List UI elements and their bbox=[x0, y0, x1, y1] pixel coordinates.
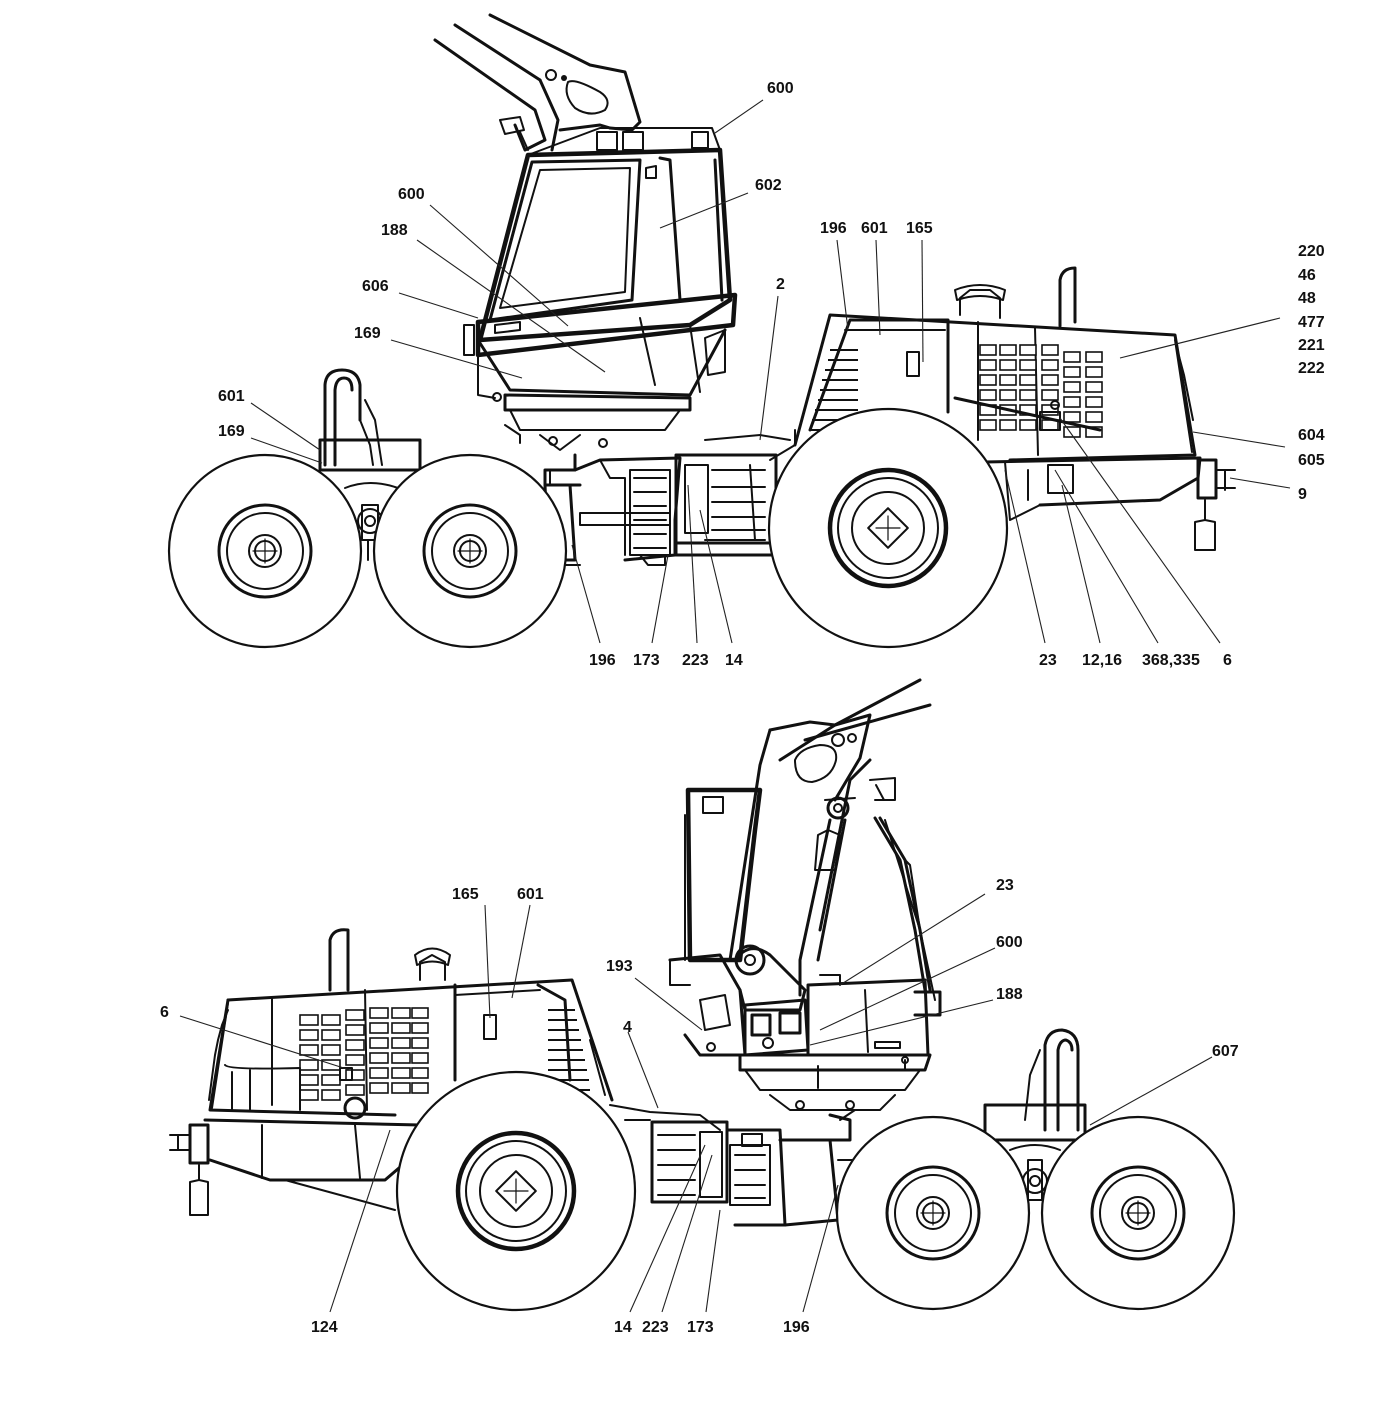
bottom-front-wheel bbox=[395, 1070, 637, 1312]
callout-601-a: 601 bbox=[218, 388, 245, 405]
callout-221: 221 bbox=[1298, 337, 1325, 354]
callout-bottom-6: 6 bbox=[160, 1004, 169, 1021]
callout-46: 46 bbox=[1298, 267, 1316, 284]
top-front-chassis bbox=[983, 456, 1236, 551]
callout-bottom-600: 600 bbox=[996, 934, 1023, 951]
callout-48: 48 bbox=[1298, 290, 1316, 307]
bottom-leader-lines bbox=[179, 893, 1213, 1313]
callout-196-b: 196 bbox=[589, 652, 616, 669]
callout-2: 2 bbox=[776, 276, 785, 293]
bottom-hood-grille bbox=[299, 1007, 429, 1101]
callout-bottom-173: 173 bbox=[687, 1319, 714, 1336]
top-cab bbox=[463, 127, 738, 451]
callout-bottom-165: 165 bbox=[452, 886, 479, 903]
callout-601-b: 601 bbox=[861, 220, 888, 237]
callout-188: 188 bbox=[381, 222, 408, 239]
callout-196-a: 196 bbox=[820, 220, 847, 237]
callout-173: 173 bbox=[633, 652, 660, 669]
bottom-cab bbox=[668, 787, 942, 1111]
callout-605: 605 bbox=[1298, 452, 1325, 469]
bottom-rear-chassis bbox=[169, 1118, 422, 1216]
callout-14: 14 bbox=[725, 652, 743, 669]
callout-6: 6 bbox=[1223, 652, 1232, 669]
top-callout-labels: 600 602 600 188 606 169 601 169 196 601 … bbox=[218, 80, 1325, 669]
callout-bottom-124: 124 bbox=[311, 1319, 338, 1336]
callout-602: 602 bbox=[755, 177, 782, 194]
callout-bottom-601: 601 bbox=[517, 886, 544, 903]
callout-bottom-223: 223 bbox=[642, 1319, 669, 1336]
callout-12-16: 12,16 bbox=[1082, 652, 1122, 669]
top-rear-wheel-1 bbox=[167, 453, 363, 649]
callout-169-a: 169 bbox=[354, 325, 381, 342]
callout-600-b: 600 bbox=[398, 186, 425, 203]
callout-169-b: 169 bbox=[218, 423, 245, 440]
bottom-crane-boom bbox=[728, 678, 932, 997]
bottom-mid-frame bbox=[609, 1104, 861, 1227]
bottom-engine-hood bbox=[208, 928, 614, 1120]
callout-bottom-23: 23 bbox=[996, 877, 1014, 894]
callout-368-335: 368,335 bbox=[1142, 652, 1200, 669]
callout-bottom-188: 188 bbox=[996, 986, 1023, 1003]
top-hood-grille bbox=[979, 344, 1103, 438]
callout-606: 606 bbox=[362, 278, 389, 295]
bottom-machine-view: 165 601 6 4 193 23 600 188 607 124 14 22… bbox=[160, 678, 1239, 1336]
callout-220: 220 bbox=[1298, 243, 1325, 260]
top-leader-lines bbox=[250, 99, 1291, 644]
callout-165: 165 bbox=[906, 220, 933, 237]
callout-23: 23 bbox=[1039, 652, 1057, 669]
callout-477: 477 bbox=[1298, 314, 1325, 331]
bottom-rear-wheel-2 bbox=[1040, 1115, 1236, 1311]
callout-bottom-196: 196 bbox=[783, 1319, 810, 1336]
callout-9: 9 bbox=[1298, 486, 1307, 503]
callout-bottom-607: 607 bbox=[1212, 1043, 1239, 1060]
callout-223: 223 bbox=[682, 652, 709, 669]
top-engine-hood bbox=[793, 266, 1197, 462]
callout-bottom-193: 193 bbox=[606, 958, 633, 975]
callout-bottom-14: 14 bbox=[614, 1319, 632, 1336]
top-rear-wheel-2 bbox=[372, 453, 568, 649]
bottom-rear-wheel-1 bbox=[835, 1115, 1031, 1311]
top-machine-view: 600 602 600 188 606 169 601 169 196 601 … bbox=[167, 13, 1325, 669]
callout-bottom-4: 4 bbox=[623, 1019, 632, 1036]
top-front-wheel bbox=[767, 407, 1009, 649]
top-crane-boom bbox=[433, 13, 642, 152]
callout-222: 222 bbox=[1298, 360, 1325, 377]
callout-600-a: 600 bbox=[767, 80, 794, 97]
callout-604: 604 bbox=[1298, 427, 1325, 444]
bottom-callout-labels: 165 601 6 4 193 23 600 188 607 124 14 22… bbox=[160, 877, 1239, 1336]
